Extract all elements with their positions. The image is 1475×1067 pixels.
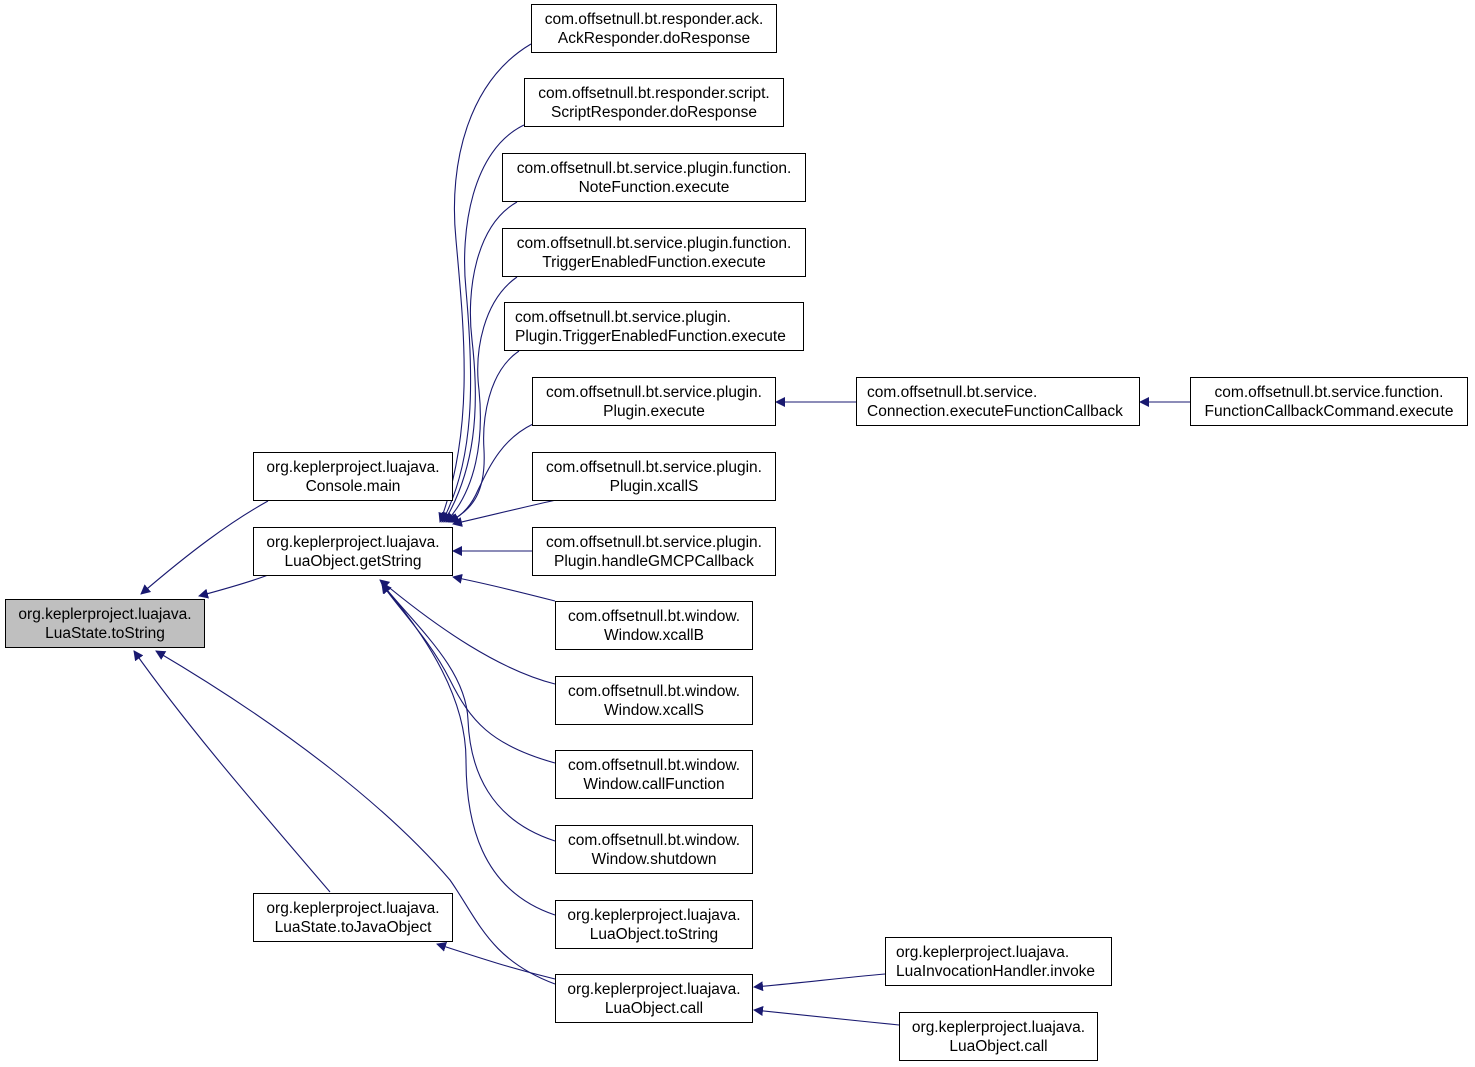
edge-luaobject-call-to-root xyxy=(155,650,556,985)
node-method: Plugin.handleGMCPCallback xyxy=(554,552,754,570)
node-package: com.offsetnull.bt.responder.ack. xyxy=(544,10,764,28)
node-package: com.offsetnull.bt.window. xyxy=(567,756,741,774)
node-package: org.keplerproject.luajava. xyxy=(266,533,440,551)
edge-luaobject-call-2-to-luaobject-call xyxy=(753,1006,900,1026)
node-note-function[interactable]: com.offsetnull.bt.service.plugin.functio… xyxy=(502,153,806,202)
edge-note-function-to-getstring xyxy=(443,201,518,523)
node-package: com.offsetnull.bt.service.plugin. xyxy=(546,533,762,551)
node-lua-invocation-handler[interactable]: org.keplerproject.luajava. LuaInvocation… xyxy=(885,937,1112,986)
node-method: LuaObject.toString xyxy=(589,925,719,943)
node-package: com.offsetnull.bt.responder.script. xyxy=(538,84,770,102)
node-package: org.keplerproject.luajava. xyxy=(266,458,440,476)
node-luaobject-tostring[interactable]: org.keplerproject.luajava. LuaObject.toS… xyxy=(555,900,753,949)
node-package: com.offsetnull.bt.service. xyxy=(867,383,1038,401)
node-package: com.offsetnull.bt.window. xyxy=(567,831,741,849)
node-window-shutdown[interactable]: com.offsetnull.bt.window. Window.shutdow… xyxy=(555,825,753,874)
node-package: org.keplerproject.luajava. xyxy=(911,1018,1086,1036)
node-package: com.offsetnull.bt.service.plugin. xyxy=(515,308,731,326)
node-window-callfunction[interactable]: com.offsetnull.bt.window. Window.callFun… xyxy=(555,750,753,799)
node-method: Window.xcallS xyxy=(604,701,704,719)
node-method: TriggerEnabledFunction.execute xyxy=(542,253,766,271)
node-plugin-trigger-enabled-function[interactable]: com.offsetnull.bt.service.plugin. Plugin… xyxy=(504,302,804,351)
edge-console-main-to-root xyxy=(140,500,269,595)
node-method: NoteFunction.execute xyxy=(578,178,730,196)
node-luastate-tojavaobject[interactable]: org.keplerproject.luajava. LuaState.toJa… xyxy=(253,893,453,942)
node-window-xcalls[interactable]: com.offsetnull.bt.window. Window.xcallS xyxy=(555,676,753,725)
node-ack-responder[interactable]: com.offsetnull.bt.responder.ack. AckResp… xyxy=(531,4,777,53)
node-package: com.offsetnull.bt.service.plugin. xyxy=(546,383,762,401)
node-method: Plugin.xcallS xyxy=(609,477,699,495)
edge-plugin-trigger-function-to-getstring xyxy=(447,350,520,523)
node-method: LuaState.toJavaObject xyxy=(274,918,432,936)
edge-window-xcalls-to-getstring xyxy=(379,579,556,685)
node-method: LuaObject.call xyxy=(949,1037,1048,1055)
node-method: Plugin.TriggerEnabledFunction.execute xyxy=(515,327,786,345)
edge-window-callfunction-to-getstring xyxy=(381,583,556,764)
node-luastate-tostring[interactable]: org.keplerproject.luajava. LuaState.toSt… xyxy=(5,599,205,648)
node-method: Console.main xyxy=(305,477,401,495)
node-method: Window.shutdown xyxy=(591,850,717,868)
node-method: Plugin.execute xyxy=(603,402,705,420)
node-method: Connection.executeFunctionCallback xyxy=(867,402,1123,420)
edge-invocation-handler-to-luaobject-call xyxy=(753,973,886,992)
edge-script-responder-to-getstring xyxy=(441,124,525,523)
node-method: LuaObject.getString xyxy=(284,552,422,570)
node-package: org.keplerproject.luajava. xyxy=(18,605,192,623)
edge-trigger-function-to-getstring xyxy=(445,276,518,523)
node-connection-execute-function-callback[interactable]: com.offsetnull.bt.service. Connection.ex… xyxy=(856,377,1140,426)
node-package: org.keplerproject.luajava. xyxy=(896,943,1070,961)
node-package: org.keplerproject.luajava. xyxy=(266,899,440,917)
node-package: com.offsetnull.bt.service.plugin.functio… xyxy=(516,159,792,177)
edge-window-shutdown-to-getstring xyxy=(381,583,556,842)
node-package: com.offsetnull.bt.window. xyxy=(567,607,741,625)
edge-window-xcallb-to-getstring xyxy=(452,573,556,602)
node-package: com.offsetnull.bt.service.plugin. xyxy=(546,458,762,476)
edge-getstring-to-root xyxy=(198,574,269,599)
node-luaobject-call[interactable]: org.keplerproject.luajava. LuaObject.cal… xyxy=(555,974,753,1023)
node-method: FunctionCallbackCommand.execute xyxy=(1204,402,1454,420)
node-plugin-xcalls[interactable]: com.offsetnull.bt.service.plugin. Plugin… xyxy=(532,452,776,501)
edge-plugin-execute-to-getstring xyxy=(449,423,534,523)
node-package: org.keplerproject.luajava. xyxy=(567,906,741,924)
node-method: AckResponder.doResponse xyxy=(557,29,751,47)
edge-luaobject-tostring-to-getstring xyxy=(381,583,556,916)
node-script-responder[interactable]: com.offsetnull.bt.responder.script. Scri… xyxy=(524,78,784,127)
edge-luaobject-call-to-tojavaobject xyxy=(436,942,556,980)
node-method: LuaInvocationHandler.invoke xyxy=(896,962,1096,980)
node-trigger-enabled-function[interactable]: com.offsetnull.bt.service.plugin.functio… xyxy=(502,228,806,277)
edge-ack-responder-to-getstring xyxy=(438,43,532,523)
node-package: com.offsetnull.bt.service.function. xyxy=(1214,383,1444,401)
node-method: LuaState.toString xyxy=(45,624,165,642)
edge-plugin-xcalls-to-getstring xyxy=(452,499,557,527)
node-package: org.keplerproject.luajava. xyxy=(567,980,741,998)
node-function-callback-command[interactable]: com.offsetnull.bt.service.function. Func… xyxy=(1190,377,1468,426)
node-package: com.offsetnull.bt.service.plugin.functio… xyxy=(516,234,792,252)
node-console-main[interactable]: org.keplerproject.luajava. Console.main xyxy=(253,452,453,501)
node-plugin-execute[interactable]: com.offsetnull.bt.service.plugin. Plugin… xyxy=(532,377,776,426)
node-window-xcallb[interactable]: com.offsetnull.bt.window. Window.xcallB xyxy=(555,601,753,650)
node-plugin-handle-gmcp-callback[interactable]: com.offsetnull.bt.service.plugin. Plugin… xyxy=(532,527,776,576)
node-luaobject-call-2[interactable]: org.keplerproject.luajava. LuaObject.cal… xyxy=(899,1012,1098,1061)
node-method: LuaObject.call xyxy=(604,999,704,1017)
edge-tojavaobject-to-root xyxy=(133,650,331,893)
node-method: Window.callFunction xyxy=(583,775,725,793)
node-luaobject-getstring[interactable]: org.keplerproject.luajava. LuaObject.get… xyxy=(253,527,453,576)
node-method: Window.xcallB xyxy=(604,626,704,644)
node-package: com.offsetnull.bt.window. xyxy=(567,682,741,700)
node-method: ScriptResponder.doResponse xyxy=(551,103,757,121)
